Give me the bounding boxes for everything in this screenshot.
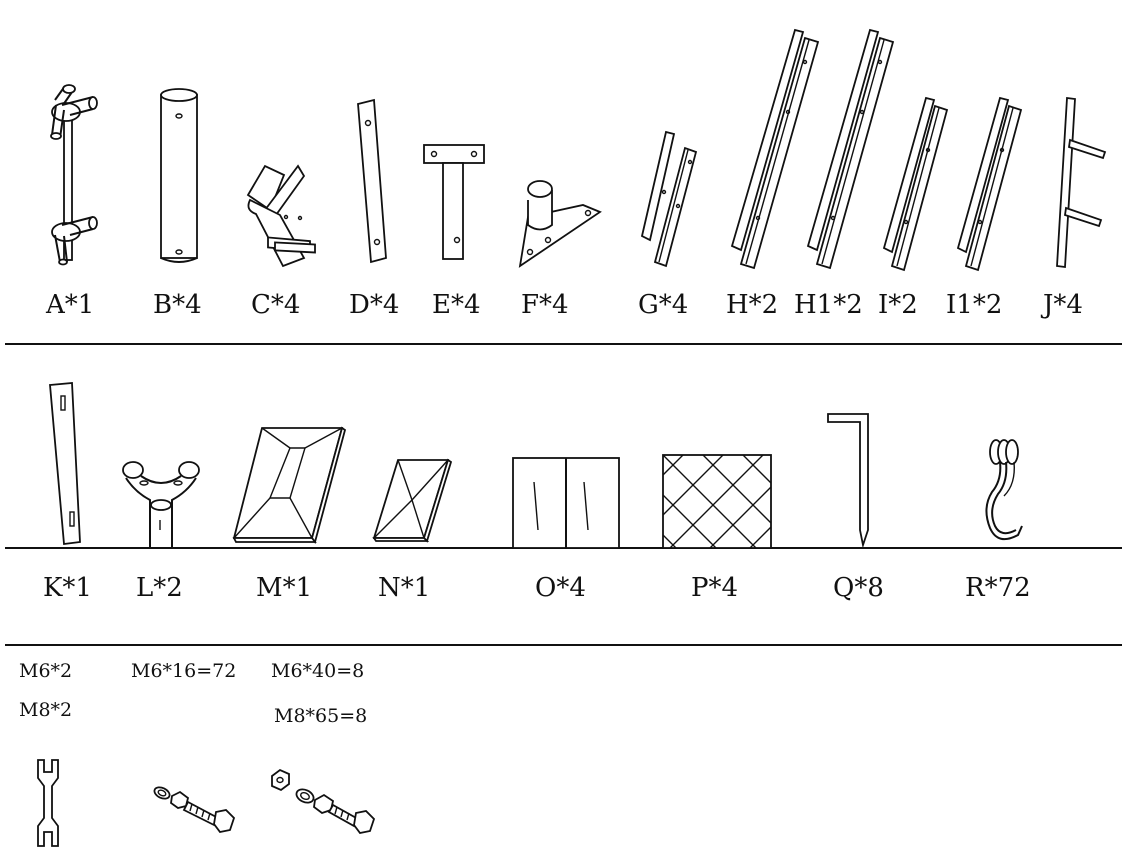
part-e-label: E*4 bbox=[432, 290, 481, 320]
part-r-illustration bbox=[985, 439, 1023, 541]
part-a-illustration bbox=[50, 84, 98, 266]
part-i1-label: I1*2 bbox=[946, 290, 1002, 320]
part-h-illustration bbox=[730, 28, 820, 270]
part-g-illustration bbox=[640, 130, 698, 268]
part-h1-label: H1*2 bbox=[794, 290, 863, 320]
hardware-bolt-m8-65-label: M8*65=8 bbox=[274, 705, 367, 727]
part-l-label: L*2 bbox=[136, 573, 183, 603]
part-d-illustration bbox=[357, 98, 387, 264]
part-i1-illustration bbox=[956, 96, 1023, 272]
part-m-illustration bbox=[232, 426, 347, 545]
part-b-illustration bbox=[160, 88, 198, 263]
part-a-label: A*1 bbox=[45, 290, 94, 320]
bolt-nut-icon bbox=[153, 786, 236, 833]
part-i-illustration bbox=[882, 96, 949, 272]
hardware-wrench-m8-label: M8*2 bbox=[19, 699, 72, 721]
part-c-label: C*4 bbox=[251, 290, 300, 320]
part-n-illustration bbox=[372, 458, 453, 543]
part-r-label: R*72 bbox=[965, 573, 1031, 603]
part-q-illustration bbox=[827, 413, 869, 549]
part-f-label: F*4 bbox=[521, 290, 569, 320]
part-f-illustration bbox=[518, 180, 602, 268]
part-g-label: G*4 bbox=[638, 290, 688, 320]
part-p-illustration bbox=[662, 454, 772, 549]
part-o-illustration bbox=[512, 457, 620, 549]
part-n-label: N*1 bbox=[378, 573, 430, 603]
part-h1-illustration bbox=[806, 28, 895, 270]
part-b-label: B*4 bbox=[153, 290, 202, 320]
part-c-illustration bbox=[246, 164, 316, 268]
part-e-illustration bbox=[423, 144, 485, 260]
part-h-label: H*2 bbox=[726, 290, 778, 320]
part-m-label: M*1 bbox=[256, 573, 312, 603]
part-j-illustration bbox=[1056, 96, 1107, 269]
part-q-label: Q*8 bbox=[833, 573, 884, 603]
part-i-label: I*2 bbox=[878, 290, 918, 320]
bolt-nut-washer-icon bbox=[271, 768, 376, 834]
part-p-label: P*4 bbox=[691, 573, 738, 603]
wrench-icon bbox=[37, 759, 59, 847]
part-l-illustration bbox=[122, 461, 200, 548]
part-j-label: J*4 bbox=[1040, 290, 1083, 320]
part-d-label: D*4 bbox=[349, 290, 399, 320]
part-o-label: O*4 bbox=[535, 573, 586, 603]
hardware-bolt-small-label: M6*16=72 bbox=[131, 660, 236, 682]
hardware-wrench-m6-label: M6*2 bbox=[19, 660, 72, 682]
part-k-label: K*1 bbox=[43, 573, 92, 603]
hardware-bolt-m6-40-label: M6*40=8 bbox=[271, 660, 364, 682]
part-k-illustration bbox=[49, 382, 81, 546]
